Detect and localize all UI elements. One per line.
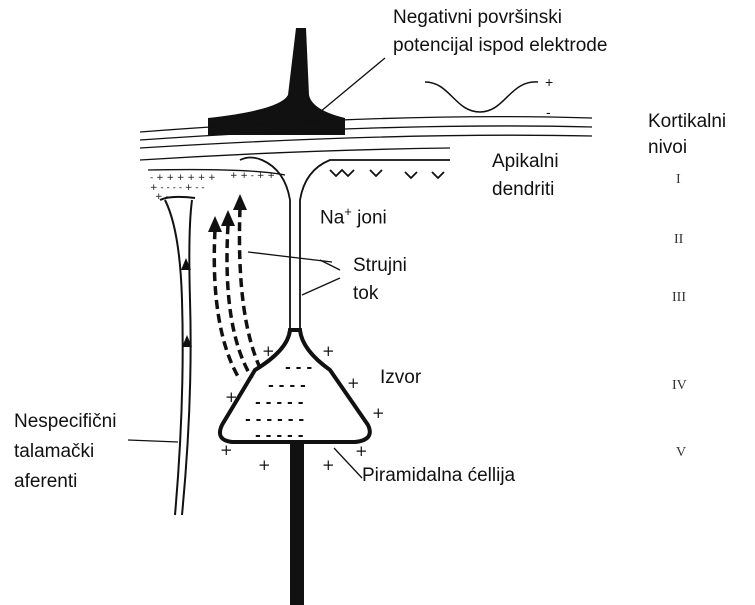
pyramidal-cell-label: Piramidalna ćellija (362, 464, 515, 488)
source-label: Izvor (380, 366, 421, 390)
svg-text:+: + (322, 342, 335, 360)
na-superscript: + (344, 204, 352, 219)
na-ions-label: Na+ joni (320, 200, 387, 230)
thalamic-afferent-fiber (160, 197, 195, 515)
svg-text:+: + (262, 342, 275, 360)
svg-text:+: + (355, 442, 368, 460)
surface-potential-waveform (425, 82, 538, 112)
afferent-label-line2: talamački (14, 440, 94, 464)
cortical-levels-label-line2: nivoi (648, 136, 687, 160)
svg-text:- - - - - -: - - - - - - (245, 412, 304, 428)
na-ions-word: joni (352, 207, 387, 228)
svg-text:- + + + + + +: - + + + + + + (150, 173, 216, 183)
axon (290, 444, 304, 605)
level-3: III (672, 290, 686, 306)
electrode (208, 28, 345, 135)
afferent-label-line3: aferenti (14, 470, 77, 494)
level-2: II (674, 232, 683, 248)
level-5: V (676, 445, 686, 461)
apical-dendrites (240, 158, 450, 331)
electrode-label-line2: potencijal ispod elektrode (393, 34, 607, 58)
svg-text:+ + - + +: + + - + + (230, 171, 275, 181)
cortical-levels-label-line1: Kortikalni (648, 110, 726, 134)
svg-text:- - - - -: - - - - - (255, 428, 304, 444)
svg-text:+: + (225, 388, 238, 406)
electrode-label-line1: Negativni površinski (393, 6, 562, 30)
level-4: IV (672, 378, 687, 394)
current-label-line2: tok (353, 282, 378, 306)
apical-label-line1: Apikalni (492, 150, 559, 174)
apical-label-line2: dendriti (492, 178, 554, 202)
current-label-line1: Strujni (353, 254, 407, 278)
svg-text:+: + (372, 404, 385, 422)
svg-text:- - - - -: - - - - - (255, 395, 304, 411)
afferent-label-line1: Nespecifični (14, 410, 116, 434)
svg-text:+: + (347, 374, 360, 392)
svg-text:+: + (220, 441, 233, 459)
svg-text:- - -: - - - (285, 360, 312, 376)
na-symbol: Na (320, 207, 344, 228)
svg-text:+: + (258, 456, 271, 474)
current-flow-arrows (214, 208, 262, 380)
svg-text:+: + (322, 456, 335, 474)
waveform-minus-sign: - (546, 100, 551, 124)
svg-text:- - - -: - - - - (268, 378, 306, 394)
level-1: I (676, 172, 681, 188)
waveform-plus-sign: + (545, 70, 553, 94)
